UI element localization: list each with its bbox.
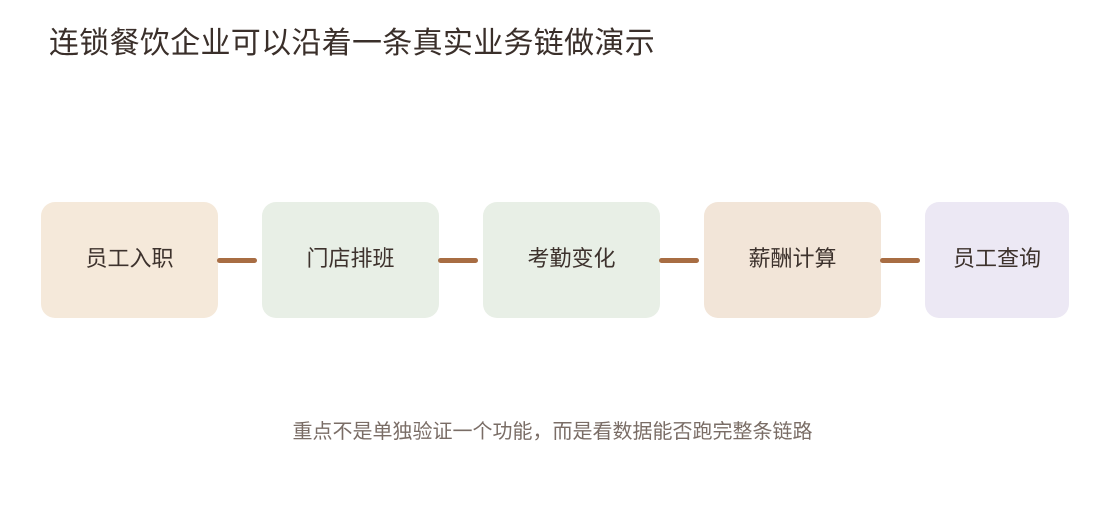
step-employee-query: 员工查询 bbox=[925, 202, 1069, 318]
connector-line bbox=[217, 258, 257, 263]
step-payroll-calculation: 薪酬计算 bbox=[704, 202, 881, 318]
process-flow: 员工入职 门店排班 考勤变化 薪酬计算 员工查询 bbox=[41, 202, 1069, 318]
step-store-scheduling: 门店排班 bbox=[262, 202, 439, 318]
step-employee-onboarding: 员工入职 bbox=[41, 202, 218, 318]
page-title: 连锁餐饮企业可以沿着一条真实业务链做演示 bbox=[49, 26, 655, 61]
connector-line bbox=[659, 258, 699, 263]
connector-line bbox=[880, 258, 920, 263]
step-label: 薪酬计算 bbox=[748, 247, 837, 272]
step-label: 员工查询 bbox=[952, 247, 1041, 272]
caption-text: 重点不是单独验证一个功能，而是看数据能否跑完整条链路 bbox=[292, 419, 813, 443]
step-label: 门店排班 bbox=[306, 247, 395, 272]
step-label: 员工入职 bbox=[85, 247, 174, 272]
step-attendance-change: 考勤变化 bbox=[483, 202, 660, 318]
step-label: 考勤变化 bbox=[527, 247, 616, 272]
connector-line bbox=[438, 258, 478, 263]
